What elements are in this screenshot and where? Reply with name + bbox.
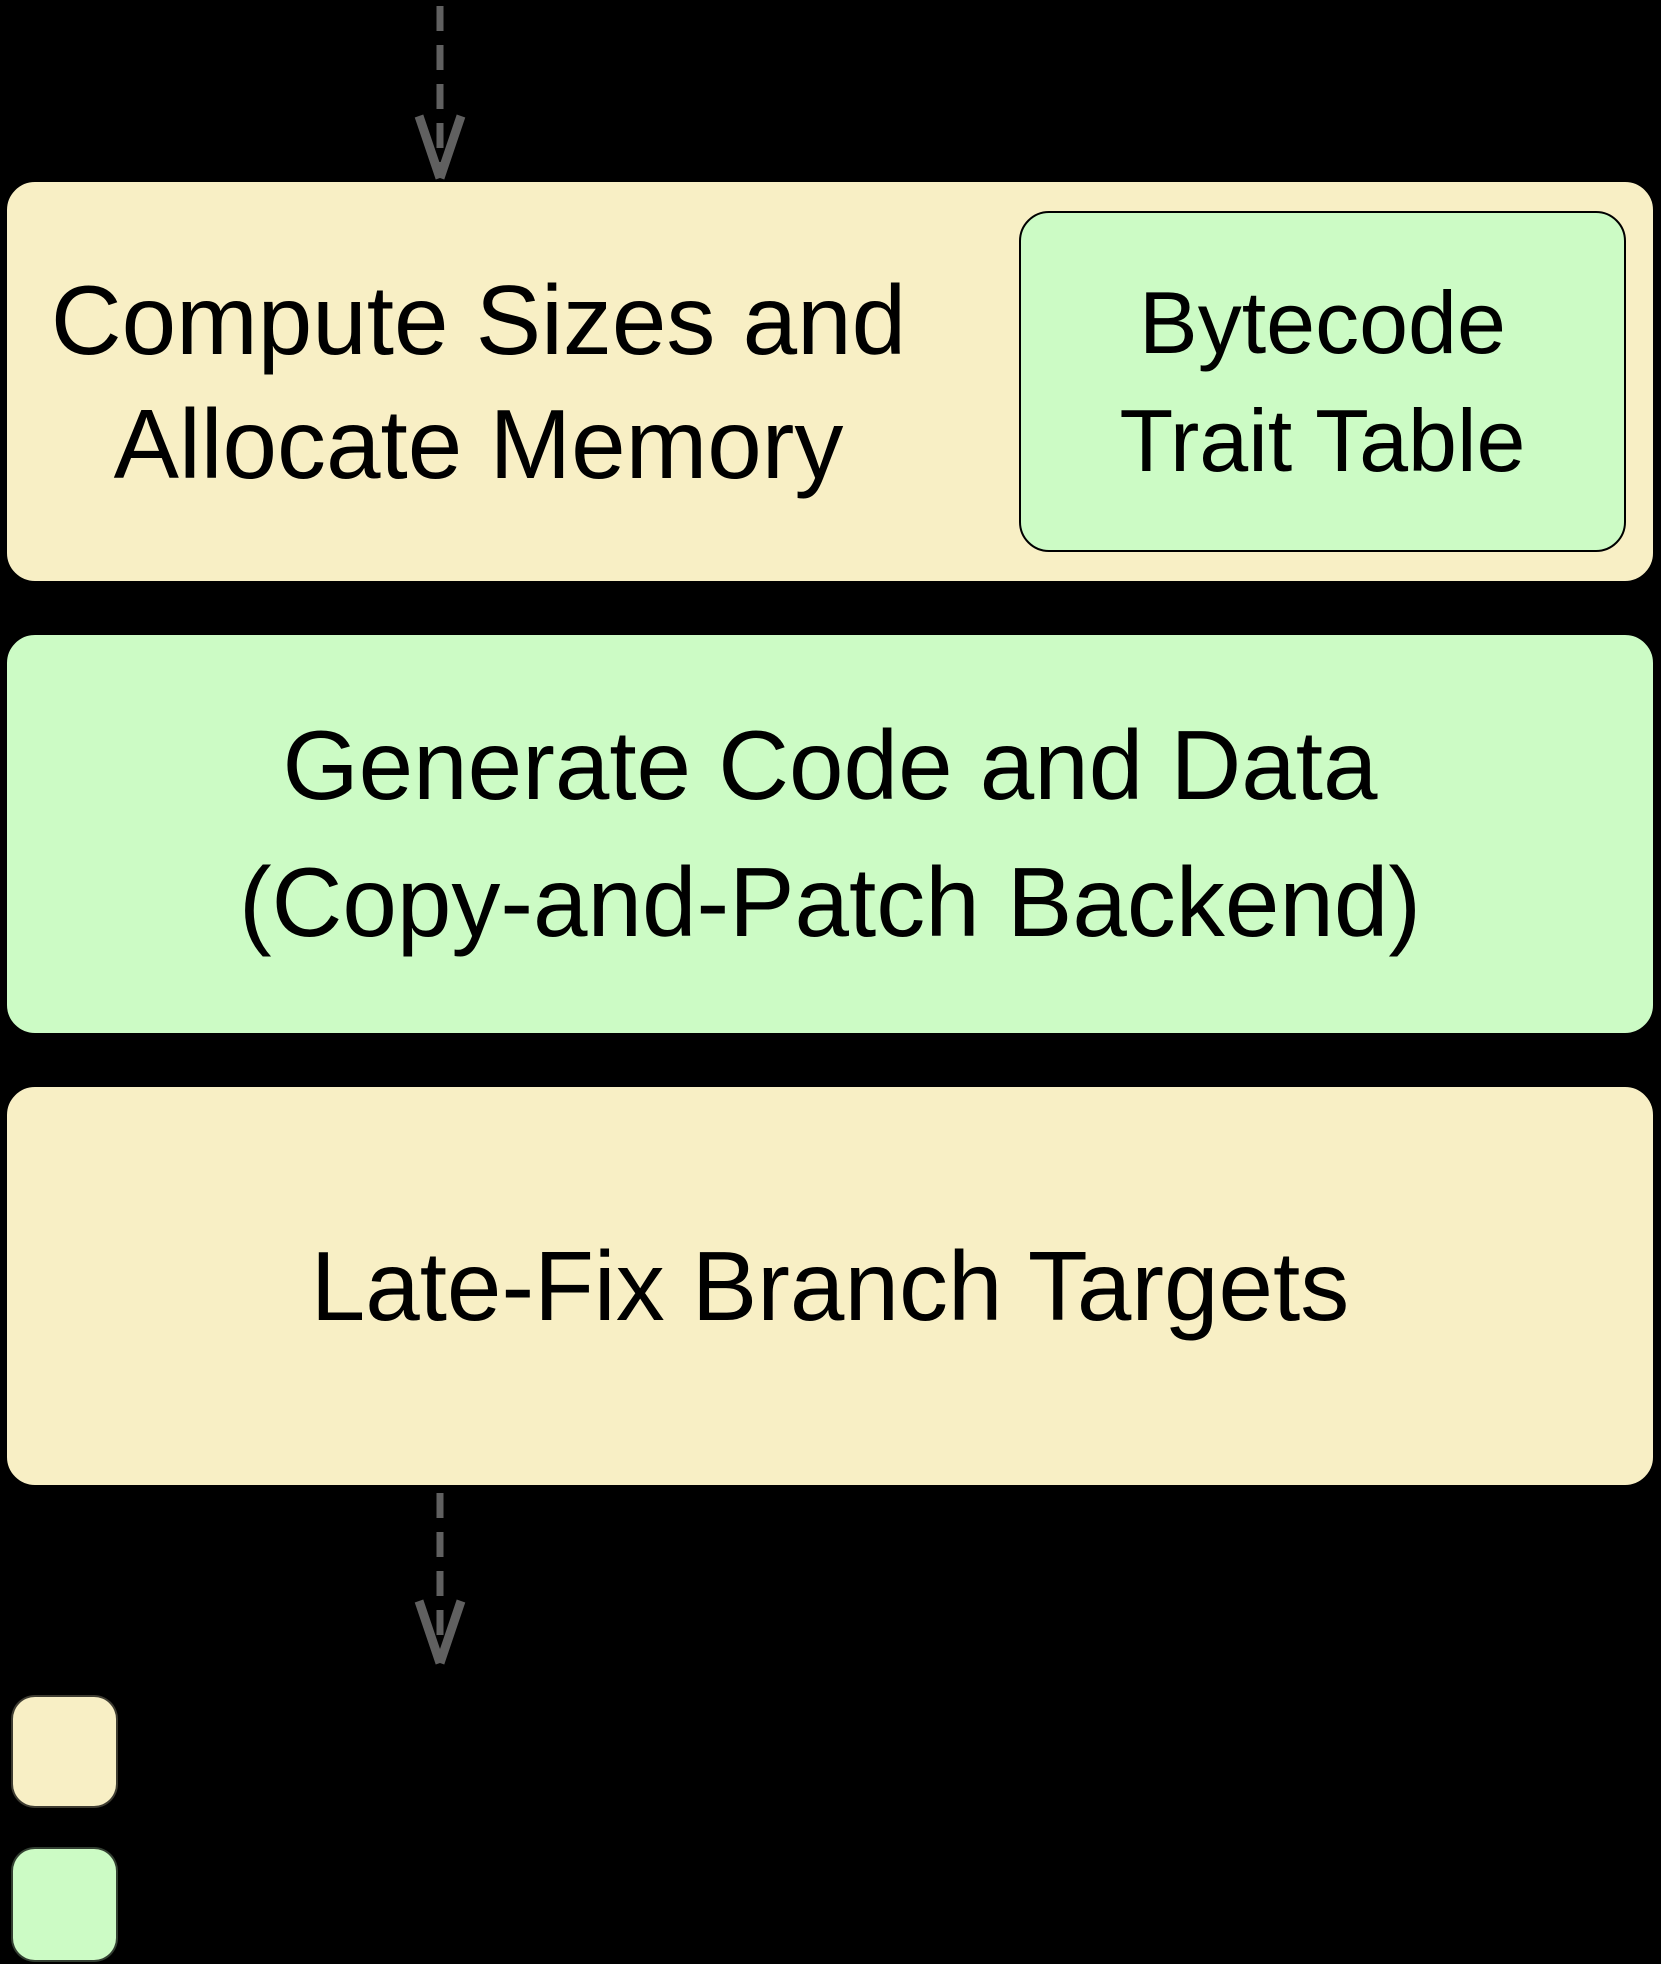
node-label-line: Allocate Memory [113, 388, 844, 499]
node-label-line: Late-Fix Branch Targets [310, 1231, 1350, 1341]
node-label-line: Bytecode [1139, 272, 1506, 372]
incoming-flow-arrow-icon [414, 6, 466, 180]
node-compute-sizes-and-allocate-memory: Compute Sizes and Allocate Memory Byteco… [5, 180, 1655, 583]
legend-swatch-green [11, 1847, 118, 1962]
outgoing-flow-arrow-icon [414, 1493, 466, 1665]
node-label-line: Compute Sizes and [50, 264, 907, 375]
node-generate-code-and-data: Generate Code and Data (Copy-and-Patch B… [5, 633, 1655, 1035]
node-label-line: Trait Table [1119, 390, 1526, 490]
node-label-line: (Copy-and-Patch Backend) [238, 847, 1422, 957]
legend-swatch-yellow [11, 1695, 118, 1808]
node-bytecode-trait-table: Bytecode Trait Table [1019, 211, 1626, 552]
node-label: Compute Sizes and Allocate Memory [7, 182, 1020, 581]
node-late-fix-branch-targets: Late-Fix Branch Targets [5, 1085, 1655, 1487]
node-label-line: Generate Code and Data [282, 710, 1378, 820]
